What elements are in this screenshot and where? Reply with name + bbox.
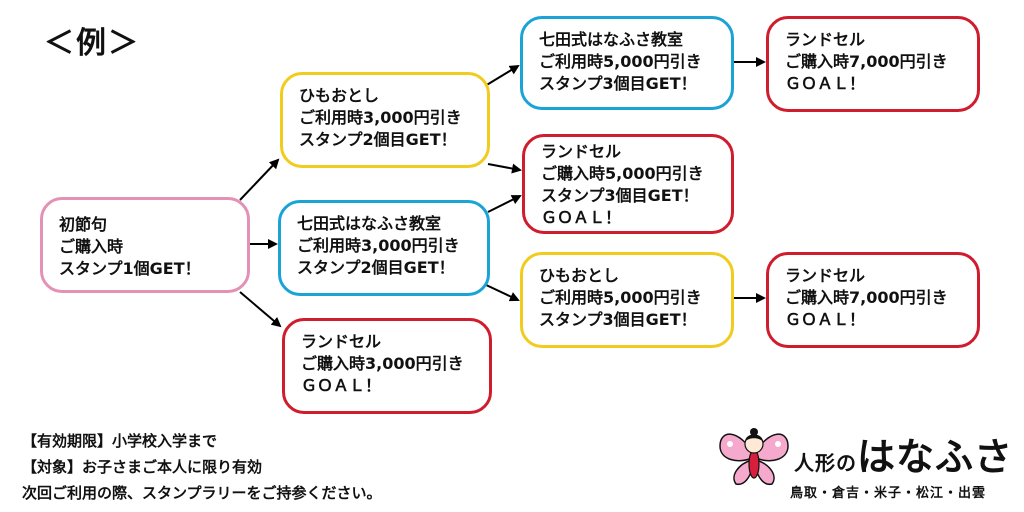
node-line: ＧＯＡＬ！	[785, 74, 866, 93]
arrow-n3-n6	[487, 195, 522, 213]
brand-name: 人形のはなふさ	[794, 426, 1013, 481]
arrow-n2-n5	[484, 64, 520, 87]
node-line: ご購入時7,000円引き	[785, 52, 948, 71]
node-line: スタンプ3個目GET！	[539, 310, 697, 329]
node-line: ひもおとし	[539, 266, 620, 285]
node-line: ランドセル	[541, 142, 622, 161]
node-line: ランドセル	[301, 332, 382, 351]
node-line: ひもおとし	[299, 86, 380, 105]
node-line: ＧＯＡＬ！	[541, 208, 622, 227]
note-instruction: 次回ご利用の際、スタンプラリーをご持参ください。	[22, 484, 382, 502]
node-line: ご購入時5,000円引き	[541, 164, 704, 183]
doll-mascot-icon	[719, 428, 789, 486]
node-line: ランドセル	[785, 266, 866, 285]
brand-main: はなふさ	[857, 434, 1014, 479]
node-shichida-5000: 七田式はなふさ教室 ご利用時5,000円引き スタンプ3個目GET！	[520, 16, 734, 110]
node-line: ご購入時	[59, 237, 124, 256]
brand-logo: 人形のはなふさ 鳥取・倉吉・米子・松江・出雲	[716, 424, 1012, 508]
arrow-n1-n2	[239, 158, 280, 201]
node-line: ＧＯＡＬ！	[301, 376, 382, 395]
node-line: 七田式はなふさ教室	[297, 214, 442, 233]
brand-prefix: 人形の	[794, 451, 857, 475]
arrow-n2-n6	[487, 163, 522, 174]
node-line: スタンプ2個目GET！	[297, 258, 455, 277]
node-line: ご購入時3,000円引き	[301, 354, 464, 373]
node-line: スタンプ1個GET！	[59, 259, 201, 278]
node-randoseru-7000-bottom: ランドセル ご購入時7,000円引き ＧＯＡＬ！	[766, 252, 980, 348]
brand-locations: 鳥取・倉吉・米子・松江・出雲	[790, 486, 987, 501]
node-randoseru-7000-top: ランドセル ご購入時7,000円引き ＧＯＡＬ！	[766, 16, 980, 112]
node-line: スタンプ2個目GET！	[299, 130, 457, 149]
node-line: スタンプ3個目GET！	[539, 74, 697, 93]
node-line: ご利用時3,000円引き	[299, 108, 462, 127]
node-line: スタンプ3個目GET！	[541, 186, 699, 205]
page-title: ＜例＞	[44, 26, 140, 61]
node-randoseru-3000: ランドセル ご購入時3,000円引き ＧＯＡＬ！	[282, 318, 492, 414]
node-line: ＧＯＡＬ！	[785, 310, 866, 329]
node-randoseru-5000: ランドセル ご購入時5,000円引き スタンプ3個目GET！ ＧＯＡＬ！	[522, 134, 734, 234]
arrow-n1-n4	[239, 291, 282, 328]
node-line: ランドセル	[785, 30, 866, 49]
node-line: ご利用時3,000円引き	[297, 236, 460, 255]
node-shichida-3000: 七田式はなふさ教室 ご利用時3,000円引き スタンプ2個目GET！	[278, 200, 490, 296]
terms-notes: 【有効期限】小学校入学まで 【対象】お子さまご本人に限り有効 次回ご利用の際、ス…	[22, 428, 382, 506]
node-line: 七田式はなふさ教室	[539, 30, 684, 49]
node-line: ご購入時7,000円引き	[785, 288, 948, 307]
note-validity: 【有効期限】小学校入学まで	[22, 432, 218, 450]
node-line: ご利用時5,000円引き	[539, 288, 702, 307]
node-line: 初節句	[59, 215, 108, 234]
node-first-festival: 初節句 ご購入時 スタンプ1個GET！	[40, 197, 250, 293]
arrow-n3-n7	[483, 283, 520, 302]
node-himo-otoshi-5000: ひもおとし ご利用時5,000円引き スタンプ3個目GET！	[520, 252, 734, 348]
node-line: ご利用時5,000円引き	[539, 52, 702, 71]
note-eligibility: 【対象】お子さまご本人に限り有効	[22, 458, 263, 476]
node-himo-otoshi-3000: ひもおとし ご利用時3,000円引き スタンプ2個目GET！	[280, 72, 490, 168]
